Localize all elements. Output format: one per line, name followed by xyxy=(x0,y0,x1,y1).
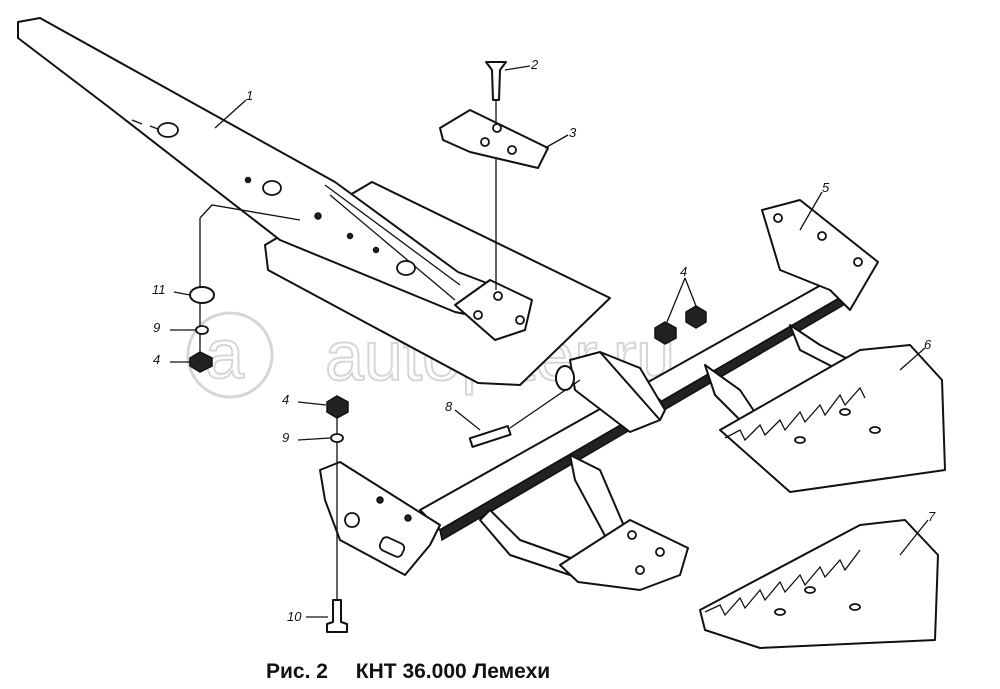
callout-9-left: 9 xyxy=(153,320,160,335)
callout-2: 2 xyxy=(530,57,539,72)
callout-1: 1 xyxy=(246,88,253,103)
callout-10: 10 xyxy=(287,609,302,624)
figure-title: КНТ 36.000 Лемехи xyxy=(355,660,551,683)
callout-3: 3 xyxy=(569,125,577,140)
part-4-nut-left xyxy=(189,351,213,373)
part-5-bracket xyxy=(761,199,879,311)
callout-8: 8 xyxy=(445,399,453,414)
figure-caption: Рис. 2 КНТ 36.000 Лемехи xyxy=(266,660,572,684)
part-4-nut-right-b xyxy=(685,305,707,329)
part-7-share xyxy=(699,519,939,649)
part-6-share xyxy=(719,344,946,493)
part-10-bolt xyxy=(326,599,348,633)
callout-6: 6 xyxy=(924,337,932,352)
foot-plate xyxy=(559,519,689,591)
callout-11: 11 xyxy=(152,282,166,297)
callout-9-lower: 9 xyxy=(282,430,289,445)
callout-4-lower: 4 xyxy=(282,392,289,407)
callout-4-left: 4 xyxy=(153,352,160,367)
part-11-washer xyxy=(189,286,215,304)
callout-labels: 1 2 3 4 5 6 7 8 11 9 4 4 9 10 xyxy=(152,57,936,624)
knife-bar-end-plate xyxy=(454,279,533,341)
part-4-nut-right-a xyxy=(654,321,677,345)
part-4-nut-lower xyxy=(326,395,349,419)
figure-number: Рис. 2 xyxy=(266,660,328,683)
callout-4-right: 4 xyxy=(680,264,687,279)
part-2-bolt xyxy=(485,61,507,101)
part-1-knife-bar xyxy=(17,17,506,316)
left-end-bracket xyxy=(319,461,441,576)
callout-7: 7 xyxy=(928,509,936,524)
callout-5: 5 xyxy=(822,180,830,195)
svg-text:a: a xyxy=(205,315,244,393)
part-3-plate xyxy=(439,109,549,169)
